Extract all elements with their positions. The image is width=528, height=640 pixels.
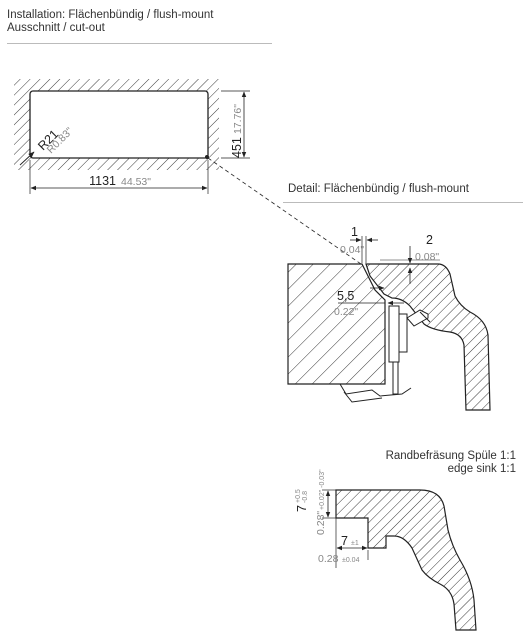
height-mm-label: 451 xyxy=(230,137,244,158)
gap2-mm-label: 2 xyxy=(426,233,433,247)
radius-leader xyxy=(19,151,35,166)
detail-reference-leader xyxy=(207,157,362,265)
edge-milling-section: 7 +0.5 -0.8 0.28" +0.02" -0.03" 7 ±1 0.2… xyxy=(295,469,477,631)
detail-divider xyxy=(283,202,523,203)
edge-w-in-label: 0.28 xyxy=(318,553,339,565)
edge-w-tol-label: ±1 xyxy=(351,540,359,547)
edge-rim-section xyxy=(335,489,477,631)
edge-h-in-tol: +0.02" -0.03" xyxy=(319,469,326,510)
depth-mm-label: 5,5 xyxy=(337,289,354,303)
edge-h-in-label: 0.28" xyxy=(315,511,327,535)
detail-title: Detail: Flächenbündig / flush-mount xyxy=(288,183,469,195)
gap1-mm-label: 1 xyxy=(351,225,358,239)
detail-section: 1 0.04" 2 0.08" 5,5 0.22" xyxy=(287,225,491,411)
installation-title: Installation: Flächenbündig / flush-moun… xyxy=(7,9,214,21)
countertop-section xyxy=(287,263,386,385)
depth-in-label: 0.22" xyxy=(334,306,358,318)
height-in-label: 17.76" xyxy=(232,104,244,134)
width-in-label: 44.53" xyxy=(121,176,151,188)
edge-h-tol-up: +0.5 xyxy=(295,489,302,503)
cutout-title: Ausschnitt / cut-out xyxy=(7,22,105,34)
width-mm-label: 1131 xyxy=(89,174,116,188)
edge-w-in-tol: ±0.04 xyxy=(342,557,360,564)
edge-title-en: edge sink 1:1 xyxy=(447,463,516,475)
edge-w-mm-label: 7 xyxy=(341,534,348,548)
edge-title-de: Randbefräsung Spüle 1:1 xyxy=(385,450,516,462)
cutout-plan: R21 R0.83" 1131 44.53" 451 17.76" xyxy=(14,79,250,194)
cutout-hatch-frame xyxy=(14,79,219,170)
cutout-outline xyxy=(29,90,209,159)
sink-rim-section xyxy=(365,263,491,411)
gap1-in-label: 0.04" xyxy=(340,244,364,256)
edge-h-tol-down: -0.8 xyxy=(302,491,309,503)
mounting-clamp xyxy=(339,305,431,403)
edge-h-mm-label: 7 xyxy=(295,505,309,512)
header-divider xyxy=(7,43,272,44)
gap2-in-label: 0.08" xyxy=(415,251,439,263)
